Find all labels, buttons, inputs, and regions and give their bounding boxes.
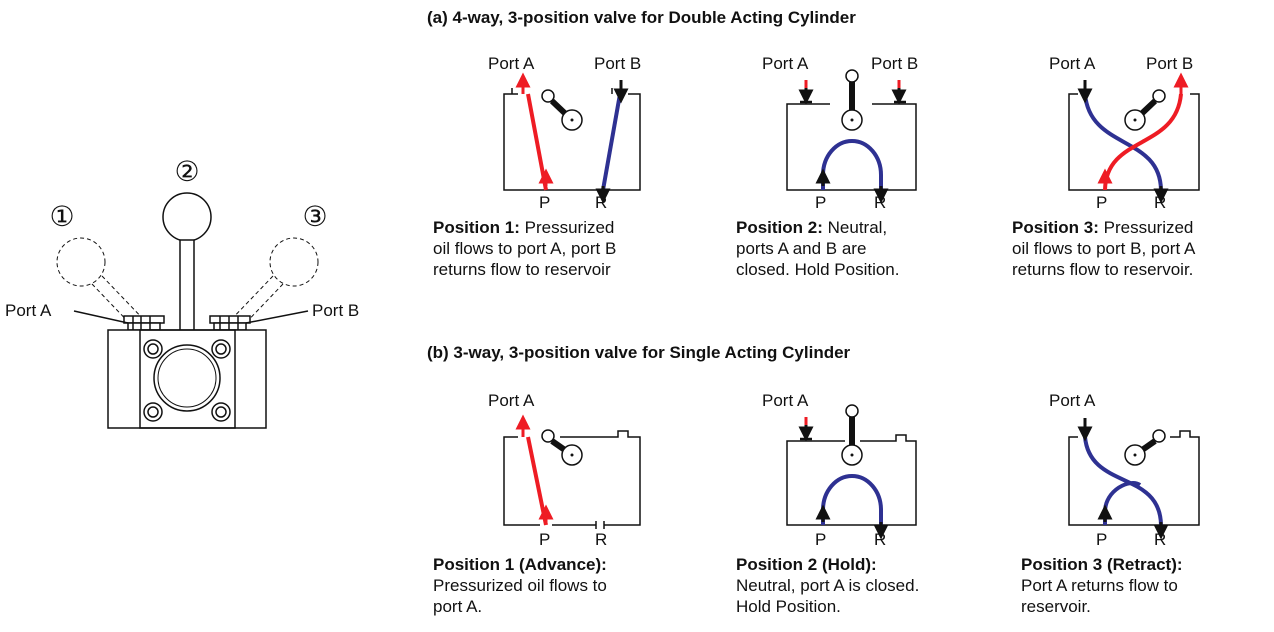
caption-b3-line2: Port A returns flow to: [1021, 576, 1178, 595]
port-p-label: P: [539, 193, 550, 212]
caption-b1-line3: port A.: [433, 597, 483, 616]
lever-knob: [162, 192, 212, 242]
position-mark-1: ①: [49, 201, 74, 232]
caption-a2-line3: closed. Hold Position.: [736, 260, 900, 279]
port-p-label: P: [815, 193, 826, 212]
caption-a3-line3: returns flow to reservoir.: [1012, 260, 1194, 279]
caption-b3-bold: Position 3 (Retract):: [1021, 555, 1183, 574]
lever-port-a-label: Port A: [5, 301, 52, 320]
schematic-a2: Port A Port B P R: [762, 54, 918, 212]
port-p-label: P: [1096, 193, 1107, 212]
schematic-a3: Port A Port B P R: [1049, 54, 1200, 212]
section-b-title: (b) 3-way, 3-position valve for Single A…: [427, 343, 851, 362]
position-mark-3: ③: [302, 201, 327, 232]
lever-port-b-label: Port B: [312, 301, 359, 320]
position-mark-2: ②: [174, 156, 199, 187]
caption-b3: Position 3 (Retract): Port A returns flo…: [1021, 554, 1271, 617]
caption-a1: Position 1: Pressurized oil flows to por…: [433, 217, 693, 280]
caption-b1-bold: Position 1 (Advance):: [433, 555, 607, 574]
port-p-label: P: [539, 530, 550, 549]
section-a-title: (a) 4-way, 3-position valve for Double A…: [427, 8, 856, 27]
schematic-b3: Port A P R: [1049, 391, 1200, 549]
valve-hub: [153, 344, 221, 412]
caption-a3: Position 3: Pressurized oil flows to por…: [1012, 217, 1272, 280]
caption-a1-line2: oil flows to port A, port B: [433, 239, 617, 258]
caption-a2-line1: Neutral,: [822, 218, 888, 237]
port-p-label: P: [1096, 530, 1107, 549]
schematic-a1: Port A Port B P R: [488, 54, 641, 212]
port-a-label: Port A: [1049, 54, 1096, 73]
caption-a2: Position 2: Neutral, ports A and B are c…: [736, 217, 996, 280]
caption-a2-bold: Position 2:: [736, 218, 823, 237]
caption-a1-line1: Pressurized: [519, 218, 615, 237]
port-r-label: R: [595, 530, 607, 549]
caption-b2-bold: Position 2 (Hold):: [736, 555, 877, 574]
port-a-label: Port A: [762, 391, 809, 410]
port-a-label: Port A: [488, 391, 535, 410]
port-r-label: R: [1154, 193, 1166, 212]
bolt-heads: [143, 339, 231, 422]
caption-b2-line2: Neutral, port A is closed.: [736, 576, 920, 595]
port-r-label: R: [874, 193, 886, 212]
port-r-label: R: [874, 530, 886, 549]
caption-b1: Position 1 (Advance): Pressurized oil fl…: [433, 554, 693, 617]
caption-a1-bold: Position 1:: [433, 218, 520, 237]
lever-valve-illustration: ① ② ③: [5, 156, 359, 429]
port-b-label: Port B: [594, 54, 641, 73]
port-b-fitting: [209, 315, 251, 331]
port-p-label: P: [815, 530, 826, 549]
caption-b1-line2: Pressurized oil flows to: [433, 576, 607, 595]
port-r-label: R: [595, 193, 607, 212]
port-a-fitting: [123, 315, 165, 331]
caption-b2: Position 2 (Hold): Neutral, port A is cl…: [736, 554, 996, 617]
caption-a3-line2: oil flows to port B, port A: [1012, 239, 1196, 258]
port-b-label: Port B: [1146, 54, 1193, 73]
port-b-label: Port B: [871, 54, 918, 73]
caption-a2-line2: ports A and B are: [736, 239, 867, 258]
port-a-label: Port A: [488, 54, 535, 73]
port-r-label: R: [1154, 530, 1166, 549]
caption-a3-line1: Pressurized: [1098, 218, 1194, 237]
port-a-label: Port A: [762, 54, 809, 73]
schematic-b2: Port A P R: [762, 391, 917, 549]
caption-b2-line3: Hold Position.: [736, 597, 841, 616]
schematic-b1: Port A P R: [488, 391, 641, 549]
port-a-label: Port A: [1049, 391, 1096, 410]
caption-b3-line3: reservoir.: [1021, 597, 1091, 616]
caption-a1-line3: returns flow to reservoir: [433, 260, 611, 279]
caption-a3-bold: Position 3:: [1012, 218, 1099, 237]
